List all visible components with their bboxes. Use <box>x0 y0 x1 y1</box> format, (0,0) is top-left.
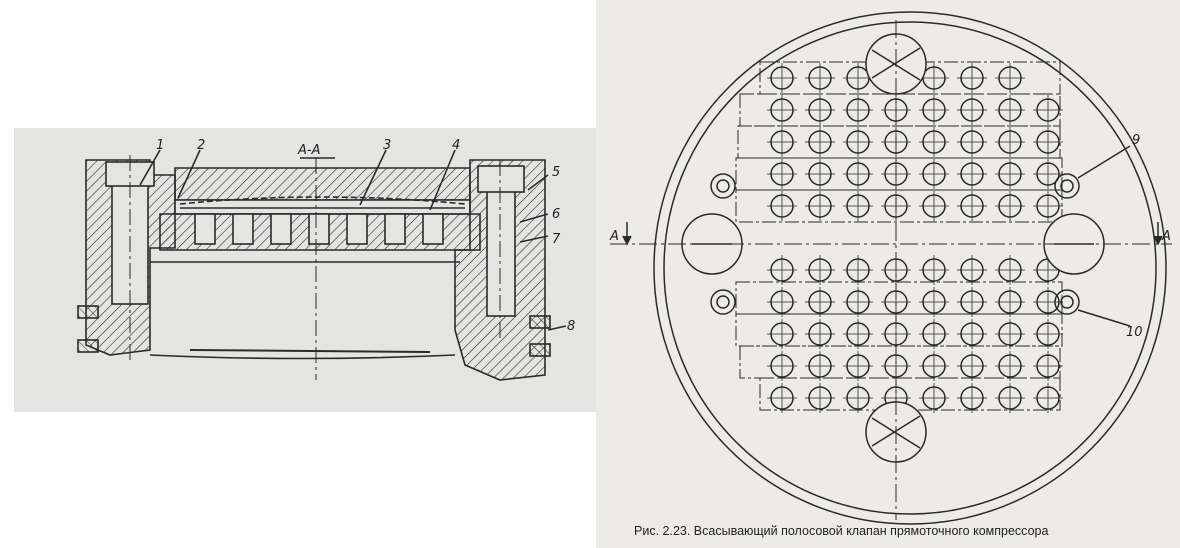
section-labels: А-А 1 2 3 4 5 6 7 8 <box>156 138 575 334</box>
stud-left-bottom <box>710 289 736 315</box>
hole-grid <box>767 63 1063 413</box>
clamp-left-bottom <box>77 339 99 353</box>
plan-drawing <box>610 11 1172 525</box>
seat-plate <box>174 167 471 201</box>
callout-9: 9 <box>1132 133 1140 148</box>
callout-1: 1 <box>156 138 164 153</box>
clamp-right-top <box>529 315 551 329</box>
section-label: А-А <box>297 143 320 158</box>
plan-labels: А А 9 10 <box>609 133 1171 340</box>
stud-9 <box>1054 173 1080 199</box>
callout-5: 5 <box>552 165 560 180</box>
section-drawing <box>77 149 567 381</box>
callout-4: 4 <box>452 138 460 153</box>
callout-7: 7 <box>552 232 561 247</box>
callout-8: 8 <box>567 319 575 334</box>
guard-slots <box>194 213 444 245</box>
figure-caption: Рис. 2.23. Всасывающий полосовой клапан … <box>634 524 1049 538</box>
right-bolt <box>486 175 516 317</box>
callout-10: 10 <box>1126 325 1143 340</box>
strip-zone <box>174 199 471 215</box>
cut-label-right: А <box>1161 229 1171 244</box>
stud-10 <box>1054 289 1080 315</box>
clamp-left-top <box>77 305 99 319</box>
callout-2: 2 <box>197 138 205 153</box>
callout-6: 6 <box>552 207 560 222</box>
stud-left-top <box>710 173 736 199</box>
inner-rim <box>663 21 1157 515</box>
clamp-right-bottom <box>529 343 551 357</box>
cut-label-left: А <box>609 229 619 244</box>
outer-rim <box>653 11 1167 525</box>
callout-3: 3 <box>383 138 391 153</box>
